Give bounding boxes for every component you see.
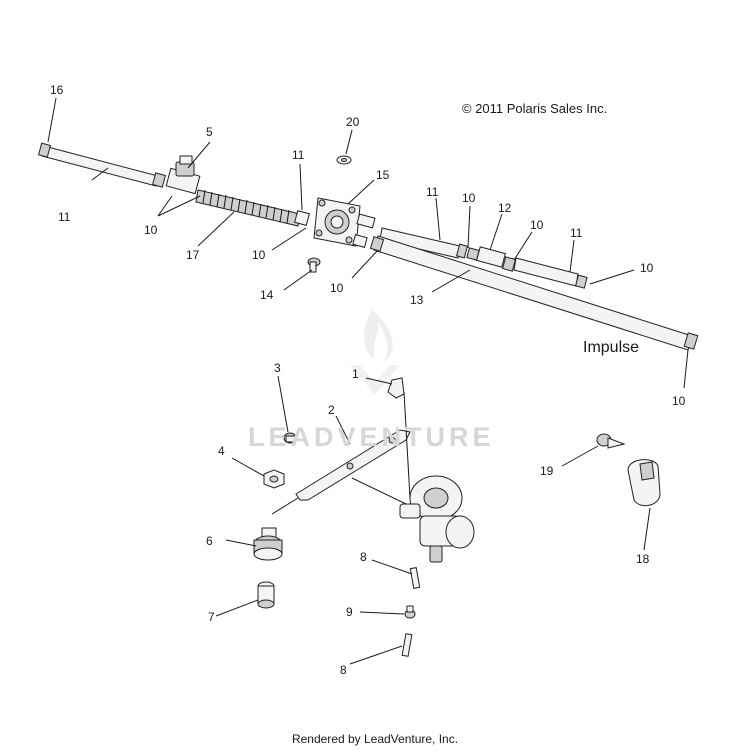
- callout-12: 12: [498, 201, 512, 215]
- watermark-logo-icon: [350, 310, 400, 395]
- render-credit-footer: Rendered by LeadVenture, Inc.: [291, 732, 459, 746]
- callout-4: 4: [218, 444, 225, 458]
- callout-10: 10: [462, 191, 476, 205]
- callout-3: 3: [274, 361, 281, 375]
- callout-2: 2: [328, 403, 335, 417]
- screw-14: [307, 257, 321, 273]
- spacer-7: [257, 581, 275, 609]
- callout-14: 14: [260, 288, 274, 302]
- callout-11: 11: [426, 185, 439, 199]
- callout-8: 8: [360, 550, 367, 564]
- callout-11: 11: [292, 148, 305, 162]
- nut-4: [263, 469, 285, 489]
- washer-20: [336, 155, 352, 165]
- callout-18: 18: [636, 552, 650, 566]
- callout-10: 10: [252, 248, 266, 262]
- callout-16: 16: [50, 83, 64, 97]
- callout-17: 17: [186, 248, 200, 262]
- leader-lines: [47, 97, 689, 665]
- callout-8: 8: [340, 663, 347, 677]
- callout-1: 1: [352, 367, 359, 381]
- screw-19: [596, 433, 626, 449]
- rubber-mount-6: [253, 527, 283, 561]
- callout-20: 20: [346, 115, 360, 129]
- callout-10: 10: [330, 281, 344, 295]
- callout-15: 15: [376, 168, 390, 182]
- callout-10: 10: [530, 218, 544, 232]
- fitting-9: [404, 605, 416, 619]
- hose-11-left: [37, 142, 166, 188]
- hose-11-mid: [379, 227, 469, 259]
- pin-8-upper: [409, 567, 421, 589]
- callout-10: 10: [672, 394, 686, 408]
- callout-10: 10: [144, 223, 158, 237]
- callout-11: 11: [570, 226, 583, 240]
- callout-6: 6: [206, 534, 213, 548]
- spring-hose-17: [195, 189, 310, 227]
- tee-fitting-5: [165, 155, 201, 195]
- callout-10: 10: [640, 261, 654, 275]
- callout-19: 19: [540, 464, 554, 478]
- clamp-18: [627, 459, 661, 507]
- watermark-text: LEADVENTURE: [248, 422, 495, 452]
- callout-labels: 16 5 20 11 15 11 10 17 10 14 11 10 12 10…: [50, 83, 686, 677]
- hose-11-right: [513, 257, 588, 289]
- fuel-valve-15: [313, 197, 376, 248]
- callout-11: 11: [58, 210, 71, 224]
- bolt-3: [283, 432, 297, 444]
- carburetor: [399, 475, 475, 563]
- bracket-2: [295, 429, 411, 501]
- fuel-filter-12: [466, 246, 516, 272]
- copyright-notice: © 2011 Polaris Sales Inc.: [462, 101, 608, 116]
- callout-5: 5: [206, 125, 213, 139]
- callout-13: 13: [410, 293, 424, 307]
- model-variant-label: Impulse: [583, 339, 640, 356]
- callout-9: 9: [346, 605, 353, 619]
- clip-1: [387, 377, 405, 399]
- pin-8-lower: [401, 633, 413, 657]
- callout-7: 7: [208, 610, 215, 624]
